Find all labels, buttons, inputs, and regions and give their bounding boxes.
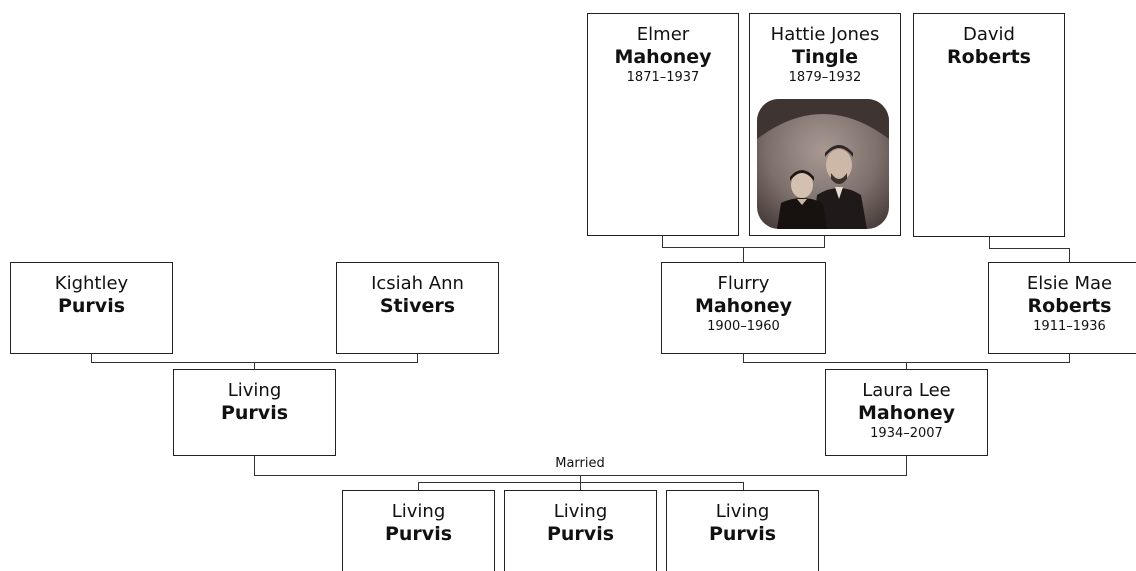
given-name: Living <box>227 380 282 401</box>
connector-line <box>906 362 907 369</box>
person-card-elmer-mahoney[interactable]: Elmer Mahoney 1871–1937 <box>587 13 739 236</box>
connector-line <box>417 353 418 362</box>
given-name: Flurry <box>717 273 770 294</box>
person-card-kightley-purvis[interactable]: Kightley Purvis <box>10 262 173 354</box>
surname: Mahoney <box>857 402 956 424</box>
surname: Purvis <box>708 523 777 545</box>
given-name: Icsiah Ann <box>371 273 464 294</box>
portrait-photo-image <box>757 99 889 229</box>
life-dates: 1879–1932 <box>788 70 862 85</box>
connector-line <box>418 482 744 483</box>
connector-line <box>91 353 92 362</box>
surname: Mahoney <box>694 295 793 317</box>
connector-line <box>989 236 990 248</box>
connector-line <box>254 362 255 369</box>
surname: Purvis <box>384 523 453 545</box>
surname: Roberts <box>947 46 1031 68</box>
life-dates: 1911–1936 <box>1033 319 1106 334</box>
person-card-child-1[interactable]: Living Purvis <box>342 490 495 571</box>
surname: Mahoney <box>614 46 712 68</box>
person-card-david-roberts[interactable]: David Roberts <box>913 13 1065 237</box>
surname: Roberts <box>1027 295 1112 317</box>
connector-line <box>662 235 663 247</box>
surname: Tingle <box>792 46 858 68</box>
portrait-photo[interactable] <box>757 99 889 229</box>
connector-line <box>580 482 581 490</box>
person-card-flurry-mahoney[interactable]: Flurry Mahoney 1900–1960 <box>661 262 826 354</box>
given-name: Kightley <box>54 273 129 294</box>
connector-line <box>418 482 419 490</box>
given-name: Living <box>715 501 770 522</box>
life-dates: 1934–2007 <box>870 426 943 441</box>
connector-line <box>1069 248 1070 262</box>
life-dates: 1871–1937 <box>626 70 700 85</box>
connector-line <box>906 455 907 476</box>
given-name: Living <box>553 501 608 522</box>
connector-line <box>989 248 1070 249</box>
given-name: Elmer <box>636 24 690 45</box>
connector-line <box>743 247 744 262</box>
person-card-elsie-roberts[interactable]: Elsie Mae Roberts 1911–1936 <box>988 262 1136 354</box>
surname: Purvis <box>220 402 289 424</box>
connector-line <box>824 235 825 247</box>
person-card-hattie-tingle[interactable]: Hattie Jones Tingle 1879–1932 <box>749 13 901 236</box>
person-card-icsiah-stivers[interactable]: Icsiah Ann Stivers <box>336 262 499 354</box>
given-name: Hattie Jones <box>770 24 880 45</box>
person-card-child-2[interactable]: Living Purvis <box>504 490 657 571</box>
given-name: Living <box>391 501 446 522</box>
person-card-laura-mahoney[interactable]: Laura Lee Mahoney 1934–2007 <box>825 369 988 456</box>
connector-line <box>254 455 255 476</box>
connector-line <box>743 353 744 362</box>
person-card-living-purvis[interactable]: Living Purvis <box>173 369 336 456</box>
person-card-child-3[interactable]: Living Purvis <box>666 490 819 571</box>
life-dates: 1900–1960 <box>707 319 780 334</box>
marriage-label: Married <box>555 456 605 471</box>
given-name: Laura Lee <box>862 380 951 401</box>
connector-line <box>580 475 581 483</box>
given-name: Elsie Mae <box>1026 273 1113 294</box>
surname: Purvis <box>546 523 615 545</box>
connector-line <box>743 482 744 490</box>
given-name: David <box>963 24 1015 45</box>
surname: Stivers <box>379 295 456 317</box>
surname: Purvis <box>57 295 126 317</box>
connector-line <box>1069 353 1070 362</box>
